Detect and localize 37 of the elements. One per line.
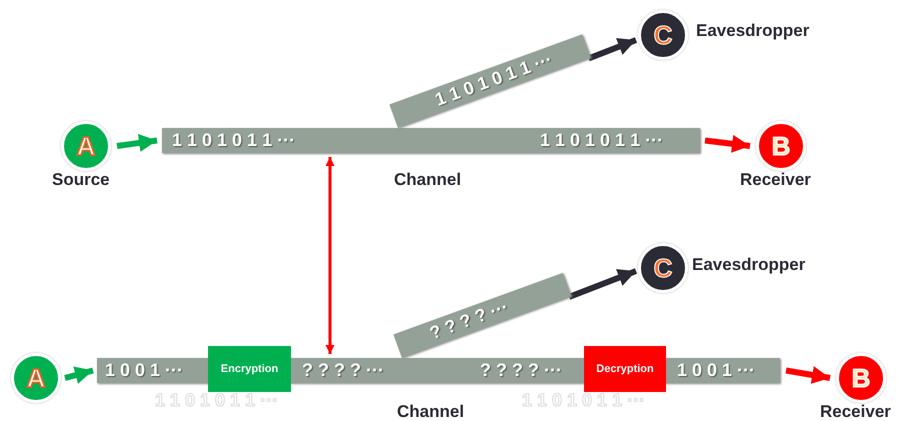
node-caption: Source — [52, 170, 110, 190]
node-letter: C — [654, 255, 672, 281]
arrow — [326, 157, 334, 354]
arrow — [116, 134, 158, 152]
node-letter: A — [26, 365, 46, 391]
arrow — [704, 134, 750, 153]
node-circle — [638, 243, 688, 293]
node-caption: Eavesdropper — [696, 21, 810, 41]
bit-sequence: ? ? ? ? ··· — [302, 360, 384, 381]
process-box: Decryption — [584, 346, 666, 392]
node-caption: Receiver — [820, 402, 891, 421]
node-caption: Eavesdropper — [692, 255, 806, 275]
node-circle — [756, 121, 806, 171]
bit-sequence: ? ? ? ? ··· — [427, 296, 512, 344]
bit-sequence: ? ? ? ? ··· — [480, 360, 562, 381]
bit-sequence: 1 1 0 1 0 1 1 ··· — [540, 130, 664, 151]
arrow — [568, 268, 638, 300]
node-letter: B — [852, 365, 870, 391]
arrow — [64, 366, 94, 384]
node-circle — [11, 353, 61, 403]
node-caption: Receiver — [740, 170, 811, 190]
node-letter: A — [76, 133, 96, 159]
channel-bar — [162, 128, 700, 153]
node-circle — [61, 121, 111, 171]
bit-sequence: 1 0 0 1 ··· — [105, 360, 184, 381]
bit-sequence: 1 1 0 1 0 1 1 ··· — [432, 48, 556, 111]
node-letter: B — [772, 133, 790, 159]
node-circle — [638, 10, 688, 60]
node-caption: Channel — [397, 402, 464, 421]
bit-sequence: 1 0 0 1 ··· — [677, 360, 756, 381]
node-circle — [836, 353, 886, 403]
process-box: Encryption — [208, 346, 291, 392]
arrow — [588, 37, 638, 62]
arrow — [786, 366, 830, 384]
node-letter: C — [654, 22, 672, 48]
bit-sequence: 1 1 0 1 0 1 1 ··· — [172, 130, 296, 151]
node-caption: Channel — [394, 170, 462, 190]
